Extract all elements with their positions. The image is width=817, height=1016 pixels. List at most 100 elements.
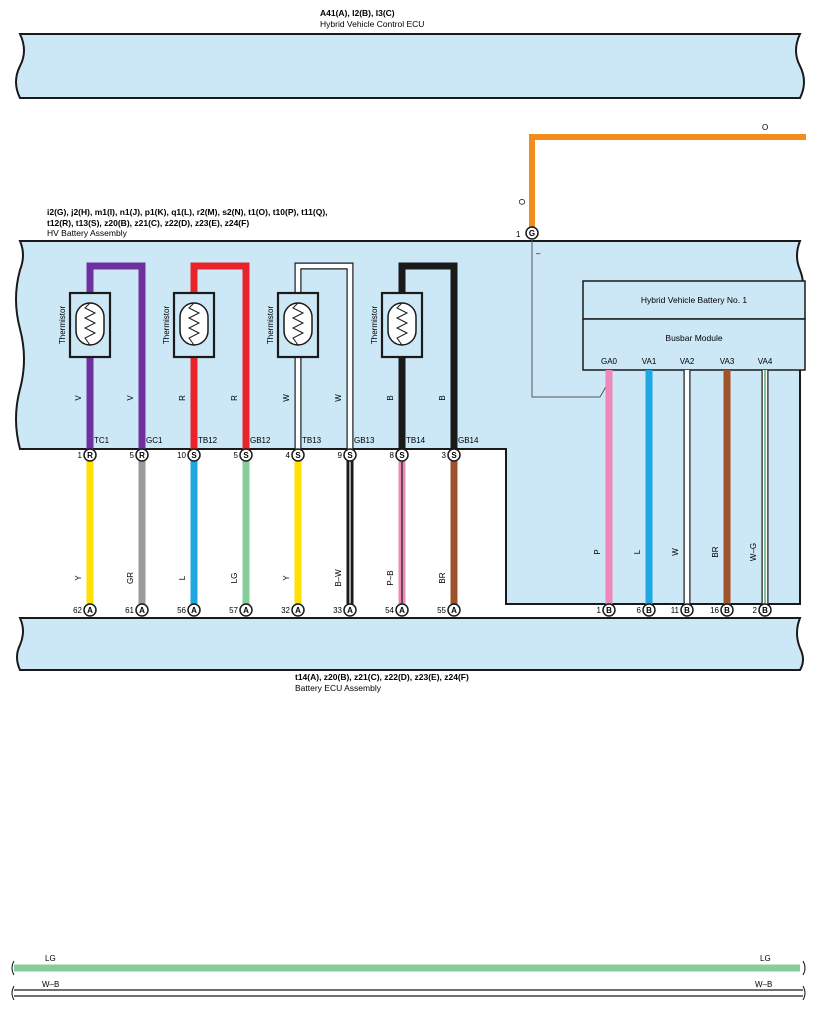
wb-wire-break-left xyxy=(11,985,15,1001)
pin-gc1-ecu-conn: A xyxy=(139,606,145,615)
pin-va1-ecu-number: 6 xyxy=(637,606,642,615)
thermistor-3-label: Thermistor xyxy=(266,306,275,345)
pin-ga0-ecu-circle xyxy=(602,603,616,617)
pin-gb13-ecu-number: 33 xyxy=(333,606,342,615)
lg-wire-label-left: LG xyxy=(45,954,56,963)
thermistor-2-left-wire-code: R xyxy=(178,395,187,401)
ground-dash: – xyxy=(536,249,541,258)
hv-assembly-name: HV Battery Assembly xyxy=(47,228,128,238)
pin-tb12-top-circle xyxy=(187,448,201,462)
pin-gb12-top-number: 5 xyxy=(234,451,239,460)
pin-gb13-top-number: 9 xyxy=(338,451,343,460)
pin-gb14-top-circle xyxy=(447,448,461,462)
pin-gb13-top-circle xyxy=(343,448,357,462)
pin-gc1-top-number: 5 xyxy=(130,451,135,460)
wb-wire-label-right: W–B xyxy=(755,980,772,989)
pin-gb14-ecu-conn: A xyxy=(451,606,457,615)
pin-tb14-top-circle xyxy=(395,448,409,462)
pin-va4-ecu-conn: B xyxy=(762,606,768,615)
thermistor-4-element xyxy=(387,302,417,346)
pin-va1-ecu-conn: B xyxy=(646,606,652,615)
battery-module-title-box xyxy=(582,280,806,320)
wire-code-tb13: Y xyxy=(282,575,291,581)
pin-gb13-ecu-conn: A xyxy=(347,606,353,615)
battery-ecu-name: Battery ECU Assembly xyxy=(295,683,382,693)
signal-label-tb12-top: TB12 xyxy=(198,436,218,445)
wire-code-va3: BR xyxy=(711,546,720,557)
thermistor-1-left-wire-code: V xyxy=(74,395,83,401)
pin-ga0-ecu-number: 1 xyxy=(597,606,602,615)
ecu-connector-codes: A41(A), I2(B), I3(C) xyxy=(320,8,395,18)
signal-label-gb14-top: GB14 xyxy=(458,436,479,445)
hybrid-vehicle-control-ecu: A41(A), I2(B), I3(C) Hybrid Vehicle Cont… xyxy=(15,8,805,99)
wire-code-gb13: B–W xyxy=(334,569,343,587)
sensor-wire-group: TC11RY62ATC1GC15RGR61AGC1TB1210SL56ATB12… xyxy=(73,436,479,632)
wb-wire-label-left: W–B xyxy=(42,980,59,989)
pin-tb14-ecu-conn: A xyxy=(399,606,405,615)
wire-code-va2: W xyxy=(671,548,680,556)
pin-gb12-top-conn: S xyxy=(243,451,249,460)
module-terminal-va3: VA3 xyxy=(720,357,735,366)
wb-wire-break-right xyxy=(802,985,806,1001)
thermistor-3-left-wire-code: W xyxy=(282,394,291,402)
wire-code-gb12: LG xyxy=(230,573,239,584)
ecu-name: Hybrid Vehicle Control ECU xyxy=(320,19,424,29)
thermistor-4-left-wire-code: B xyxy=(386,395,395,400)
pin-gb12-ecu-circle xyxy=(239,603,253,617)
signal-label-gb13-top: GB13 xyxy=(354,436,375,445)
pin-va4-ecu-number: 2 xyxy=(753,606,758,615)
pin-tb12-top-conn: S xyxy=(191,451,197,460)
pin-tb14-top-number: 8 xyxy=(390,451,395,460)
thermistor-1-resistor-symbol xyxy=(83,302,97,346)
pin-ga0-ecu-conn: B xyxy=(606,606,612,615)
pin-va3-ecu-conn: B xyxy=(724,606,730,615)
battery-ecu-assembly: t14(A), z20(B), z21(C), z22(D), z23(E), … xyxy=(16,617,804,693)
lg-wire-label-right: LG xyxy=(760,954,771,963)
thermistor-1-label: Thermistor xyxy=(58,306,67,345)
pin-tb12-ecu-number: 56 xyxy=(177,606,186,615)
pin-tb14-ecu-number: 54 xyxy=(385,606,394,615)
pin-tb12-ecu-conn: A xyxy=(191,606,197,615)
pin-gb14-top-number: 3 xyxy=(442,451,447,460)
battery-ecu-connector-codes: t14(A), z20(B), z21(C), z22(D), z23(E), … xyxy=(295,672,469,682)
busbar-module-label: Busbar Module xyxy=(665,333,722,343)
thermistor-4-right-wire-code: B xyxy=(438,395,447,400)
module-terminal-va2: VA2 xyxy=(680,357,695,366)
pin-gb12-ecu-conn: A xyxy=(243,606,249,615)
thermistor-1-right-wire-code: V xyxy=(126,395,135,401)
wire-code-tb12: L xyxy=(178,575,187,580)
wire-code-gc1: GR xyxy=(126,572,135,584)
signal-label-tc1-top: TC1 xyxy=(94,436,110,445)
wire-code-va4: W–G xyxy=(749,543,758,561)
signal-label-gc1-top: GC1 xyxy=(146,436,163,445)
pin-va2-ecu-circle xyxy=(680,603,694,617)
thermistor-4-label: Thermistor xyxy=(370,306,379,345)
hv-battery-assembly: i2(G), j2(H), m1(I), n1(J), p1(K), q1(L)… xyxy=(15,123,806,632)
pin-tb12-top-number: 10 xyxy=(177,451,186,460)
thermistor-4-resistor-symbol xyxy=(395,302,409,346)
pin-tb13-top-number: 4 xyxy=(286,451,291,460)
pin-gc1-ecu-circle xyxy=(135,603,149,617)
thermistor-3-element xyxy=(283,302,313,346)
signal-label-tb14-top: TB14 xyxy=(406,436,426,445)
wire-code-gb14: BR xyxy=(438,572,447,583)
pin-tc1-top-number: 1 xyxy=(78,451,83,460)
ecu-box xyxy=(15,33,805,99)
pin-tc1-top-circle xyxy=(83,448,97,462)
module-terminal-va1: VA1 xyxy=(642,357,657,366)
pin-va1-ecu-circle xyxy=(642,603,656,617)
lg-wire-break-left xyxy=(11,960,15,976)
wire-code-ga0: P xyxy=(593,549,602,554)
wire-code-tc1: Y xyxy=(74,575,83,581)
lg-wire-break-right xyxy=(802,960,806,976)
pin-gc1-top-conn: R xyxy=(139,451,145,460)
pin-tb13-ecu-circle xyxy=(291,603,305,617)
pin-tb13-top-circle xyxy=(291,448,305,462)
thermistor-2-right-wire-code: R xyxy=(230,395,239,401)
top-wire-color-code: O xyxy=(762,123,768,132)
ground-pin-circle xyxy=(525,226,539,240)
pin-gb13-top-conn: S xyxy=(347,451,353,460)
thermistor-2-resistor-symbol xyxy=(187,302,201,346)
battery-module-title: Hybrid Vehicle Battery No. 1 xyxy=(641,295,748,305)
